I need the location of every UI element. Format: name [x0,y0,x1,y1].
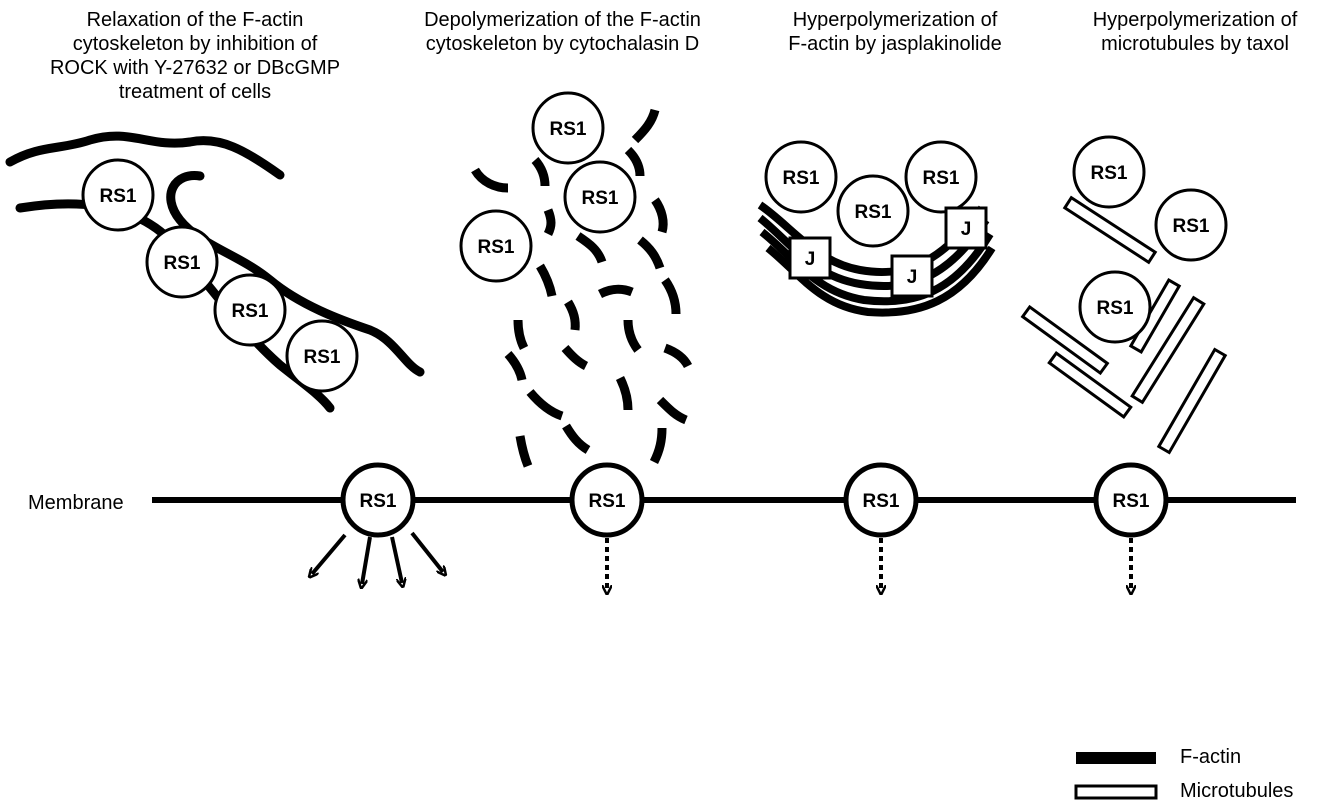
factin-fragment [631,108,660,144]
factin-fragment [504,351,527,382]
factin-fragment [661,277,681,315]
arrows-relaxation [312,531,443,584]
rs1-node: RS1 [563,160,637,234]
factin-fragment [649,427,667,465]
rs1-node: RS1 [1154,188,1228,262]
j-square: J [890,254,934,298]
arrows-dashed [607,538,1131,590]
microtubule [1047,351,1133,419]
panel-depolymerization-fragments [471,108,693,468]
factin-fragment [624,146,645,177]
rs1-node: RS1 [764,140,838,214]
j-square: J [944,206,988,250]
panel-title-jasplakinolide: Hyperpolymerization of F-actin by jaspla… [788,9,1002,55]
rs1-node: RS1 [459,209,533,283]
rs1-node: RS1 [531,91,605,165]
microtubule [1130,295,1206,405]
svg-text:RS1: RS1 [589,491,626,512]
svg-text:RS1: RS1 [783,168,820,189]
legend-microtubules-swatch [1074,784,1158,800]
svg-text:RS1: RS1 [1097,298,1134,319]
svg-text:RS1: RS1 [923,168,960,189]
svg-text:J: J [907,267,918,288]
arrow-solid [312,533,347,574]
legend-factin-swatch [1076,752,1156,764]
svg-text:RS1: RS1 [164,253,201,274]
panel-title-relaxation: Relaxation of the F-actin cytoskeleton b… [49,9,341,103]
membrane-label: Membrane [28,492,124,514]
microtubule [1020,304,1110,376]
svg-text:J: J [961,219,972,240]
rs1-circles: RS1 RS1 RS1 RS1 RS1 RS1 RS1 RS1 RS1 RS1 … [81,91,1228,538]
svg-text:RS1: RS1 [855,202,892,223]
factin-fragment [597,284,634,299]
rs1-node: RS1 [145,225,219,299]
microtubule [1062,195,1158,265]
factin-fragment [471,167,509,193]
rs1-node: RS1 [836,174,910,248]
rs1-node: RS1 [213,273,287,347]
factin-fragment [564,299,580,331]
rs1-node: RS1 [1072,135,1146,209]
svg-text:RS1: RS1 [1091,163,1128,184]
panel-taxol-microtubules [1020,195,1228,455]
rs1-membrane-node: RS1 [843,462,919,538]
arrow-solid [410,531,443,572]
factin-fragment [663,343,693,369]
arrow-solid [390,536,402,583]
factin-fragment [637,236,665,270]
svg-text:RS1: RS1 [863,491,900,512]
factin-fragment [562,423,591,454]
factin-fragment [623,319,642,353]
svg-text:RS1: RS1 [360,491,397,512]
jasplakinolide-markers: J J J [788,206,988,298]
panel-title-taxol: Hyperpolymerization of microtubules by t… [1092,9,1298,55]
factin-fragment [656,396,688,425]
svg-text:RS1: RS1 [1113,491,1150,512]
factin-bundle-strand [757,214,990,291]
factin-fragment [531,157,550,187]
svg-text:RS1: RS1 [550,119,587,140]
factin-fragment [526,389,564,421]
factin-fragment [543,208,556,237]
rs1-node: RS1 [285,319,359,393]
rs1-node: RS1 [81,158,155,232]
factin-fragment [575,232,607,264]
factin-fragment [515,435,533,468]
microtubule [1156,347,1228,455]
rs1-node: RS1 [1078,270,1152,344]
svg-text:RS1: RS1 [304,347,341,368]
j-square: J [788,236,832,280]
rs1-membrane-node: RS1 [569,462,645,538]
factin-fragment [651,197,668,234]
svg-text:J: J [805,249,816,270]
svg-text:RS1: RS1 [100,186,137,207]
factin-fragment [561,345,589,371]
svg-text:RS1: RS1 [232,301,269,322]
factin-filament [5,131,285,180]
arrow-solid [362,536,372,584]
legend-microtubules-label: Microtubules [1180,780,1294,802]
rs1-node: RS1 [904,140,978,214]
factin-fragment [513,319,529,351]
legend-factin-label: F-actin [1180,746,1242,768]
rs1-membrane-node: RS1 [340,462,416,538]
svg-text:RS1: RS1 [1173,216,1210,237]
panel-title-depolymerization: Depolymerization of the F-actin cytoskel… [424,9,701,55]
svg-text:RS1: RS1 [478,237,515,258]
svg-text:RS1: RS1 [582,188,619,209]
factin-fragment [536,263,557,297]
rs1-membrane-node: RS1 [1093,462,1169,538]
factin-fragment [615,375,633,411]
